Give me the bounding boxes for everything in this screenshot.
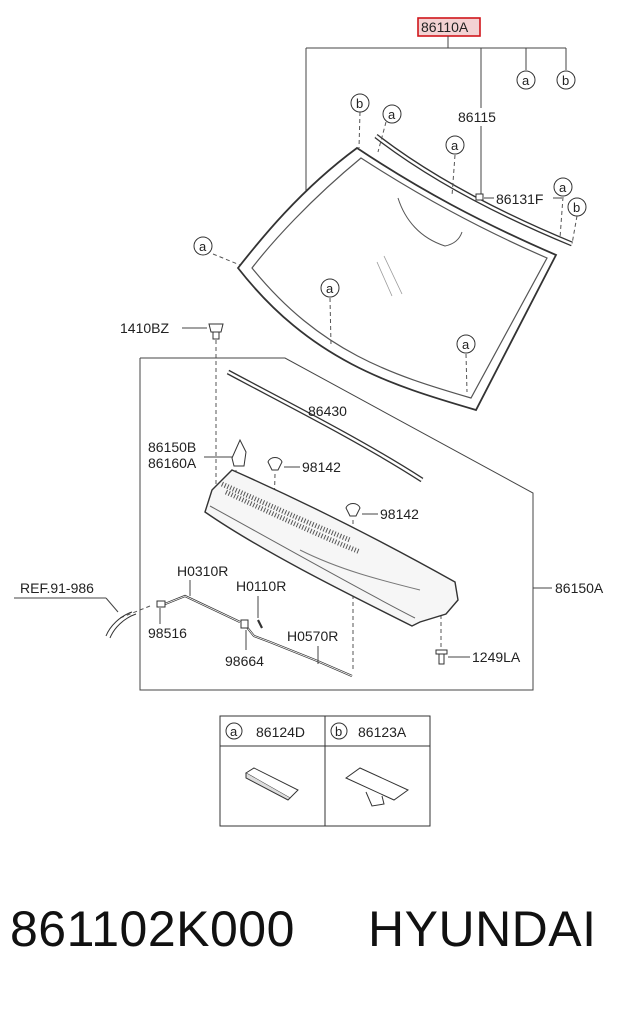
part-number-h0570r[interactable]: H0570R [287,628,338,644]
svg-text:a: a [326,281,334,296]
part-number-86115[interactable]: 86115 [458,109,496,125]
leader-lines [305,36,567,200]
footer-brand: HYUNDAI [368,901,597,957]
callout-a-4: a [553,177,573,197]
svg-text:a: a [451,138,459,153]
weatherstrip-86430[interactable] [226,369,424,483]
part-number-1410bz[interactable]: 1410BZ [120,320,169,336]
hose-inner [164,595,353,677]
svg-text:a: a [559,180,567,195]
windshield-glass[interactable] [236,146,558,412]
svg-text:b: b [573,200,580,215]
callout-b-3: b [567,197,587,217]
footer-part-number: 861102K000 [10,901,295,957]
pad-86124d-icon[interactable] [245,767,299,801]
bracket-86150b-icon[interactable] [231,438,247,467]
top-moulding-86131f[interactable] [374,134,573,247]
part-number-1249la[interactable]: 1249LA [472,649,521,665]
bolt-1410bz-icon[interactable] [208,323,224,340]
part-number-86110a: 86110A [421,19,469,35]
part-label-86110a[interactable]: 86110A [417,17,481,37]
part-number-86150a[interactable]: 86150A [555,580,604,596]
clip-86123a-icon[interactable] [345,767,409,807]
svg-text:a: a [388,107,396,122]
callout-a-3: a [445,135,465,155]
part-number-h0310r[interactable]: H0310R [177,563,228,579]
svg-text:b: b [562,73,569,88]
callout-a-2: a [382,104,402,124]
legend-part-86124d[interactable]: 86124D [256,724,305,740]
callout-a-7: a [456,334,476,354]
callout-a-5: a [193,236,213,256]
part-number-98142-b[interactable]: 98142 [380,506,419,522]
part-number-98664[interactable]: 98664 [225,653,264,669]
part-number-86150b[interactable]: 86150B [148,439,196,455]
part-number-98142-a[interactable]: 98142 [302,459,341,475]
svg-text:b: b [356,96,363,111]
windshield-parts-diagram: 86110A [14,17,604,827]
lower-frame [139,357,534,691]
part-number-h0110r[interactable]: H0110R [236,578,286,594]
legend-part-86123a[interactable]: 86123A [358,724,407,740]
legend-callout-b: b [330,722,348,740]
part-number-86160a[interactable]: 86160A [148,455,197,471]
cowl-panel-86150a[interactable] [204,469,459,627]
clip-98142-icon[interactable] [267,457,283,471]
clip-86115[interactable] [475,193,484,201]
part-number-86430[interactable]: 86430 [308,403,347,419]
screw-1249la-icon[interactable] [435,649,448,665]
svg-text:a: a [522,73,530,88]
legend-table: a 86124D b 86123A [219,715,431,827]
legend-callout-a: a [225,722,243,740]
connector-98516-icon[interactable] [156,600,166,608]
callout-a-6: a [320,278,340,298]
footer: 861102K000 HYUNDAI [0,900,626,980]
svg-text:b: b [335,724,342,739]
reference-91-986[interactable]: REF.91-986 [20,580,94,596]
part-number-98516[interactable]: 98516 [148,625,187,641]
svg-text:a: a [230,724,238,739]
connector-98664-icon[interactable] [240,619,249,629]
part-number-86131f[interactable]: 86131F [496,191,543,207]
callout-b-1: b [556,70,576,90]
callout-a-1: a [516,70,536,90]
reference-hose-icon [105,611,137,639]
callout-b-2: b [350,93,370,113]
svg-text:a: a [199,239,207,254]
svg-text:a: a [462,337,470,352]
clip-98142-b-icon[interactable] [345,503,361,517]
